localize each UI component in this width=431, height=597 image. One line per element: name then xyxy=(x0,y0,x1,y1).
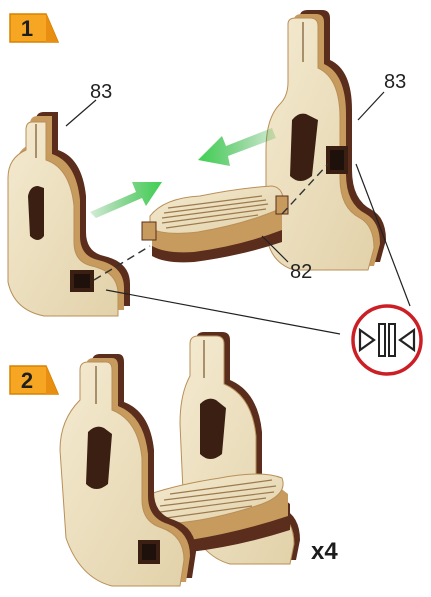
assembled-chair xyxy=(60,332,300,586)
seat-piece xyxy=(142,186,288,262)
arrow-right-icon xyxy=(90,182,162,218)
step-1-badge: 1 xyxy=(10,14,58,42)
quantity-label: x4 xyxy=(311,540,338,564)
step-2-badge: 2 xyxy=(10,366,58,394)
left-side-part-label: 83 xyxy=(90,82,112,102)
push-together-icon xyxy=(353,306,421,374)
step-2-number: 2 xyxy=(21,368,33,393)
arrow-left-icon xyxy=(198,128,276,166)
left-side-piece xyxy=(8,112,130,316)
right-side-part-label: 83 xyxy=(384,72,406,92)
right-side-piece xyxy=(266,10,386,270)
step-1-number: 1 xyxy=(21,16,33,41)
seat-part-label: 82 xyxy=(290,262,312,282)
